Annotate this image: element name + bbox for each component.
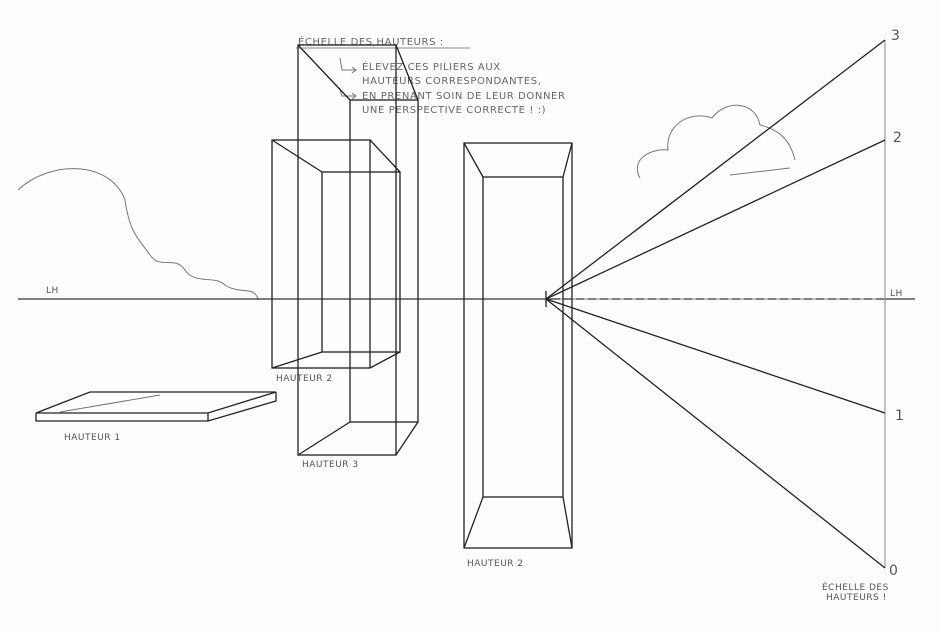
ray-0 [545, 298, 886, 569]
box-2 [271, 139, 401, 369]
ray-1 [545, 298, 886, 414]
box-1-label: HAUTEUR 1 [64, 433, 121, 443]
arrow-icon-2 [339, 89, 357, 100]
horizon-label-right: LH [890, 289, 903, 299]
box-3 [297, 44, 419, 456]
arrow-icon [339, 57, 357, 74]
box-4-label: HAUTEUR 2 [467, 559, 524, 569]
scale-caption-2: HAUTEURS ! [826, 593, 887, 603]
horizon-label-left: LH [46, 286, 59, 296]
instruction-line-2: HAUTEURS CORRESPONDANTES, [362, 76, 542, 87]
box-2-label: HAUTEUR 2 [276, 374, 333, 384]
ray-2 [545, 139, 886, 300]
scale-tick-2: 2 [893, 130, 902, 146]
box-4 [463, 142, 573, 549]
scale-tick-1: 1 [895, 408, 904, 424]
box-1 [35, 391, 277, 422]
instruction-line-3: EN PRENANT SOIN DE LEUR DONNER [362, 91, 566, 102]
ray-3 [545, 39, 886, 300]
scale-title: ÉCHELLE DES HAUTEURS : [298, 35, 444, 48]
scale-caption-1: ÉCHELLE DES [822, 581, 889, 593]
scale-tick-0: 0 [889, 563, 898, 579]
cloud-right [637, 104, 796, 179]
instruction-line-1: ÉLEVEZ CES PILIERS AUX [362, 60, 501, 73]
cloud-left [17, 168, 259, 301]
box-3-label: HAUTEUR 3 [302, 460, 359, 470]
instruction-line-4: UNE PERSPECTIVE CORRECTE ! :) [362, 105, 546, 116]
scale-tick-3: 3 [891, 28, 900, 44]
